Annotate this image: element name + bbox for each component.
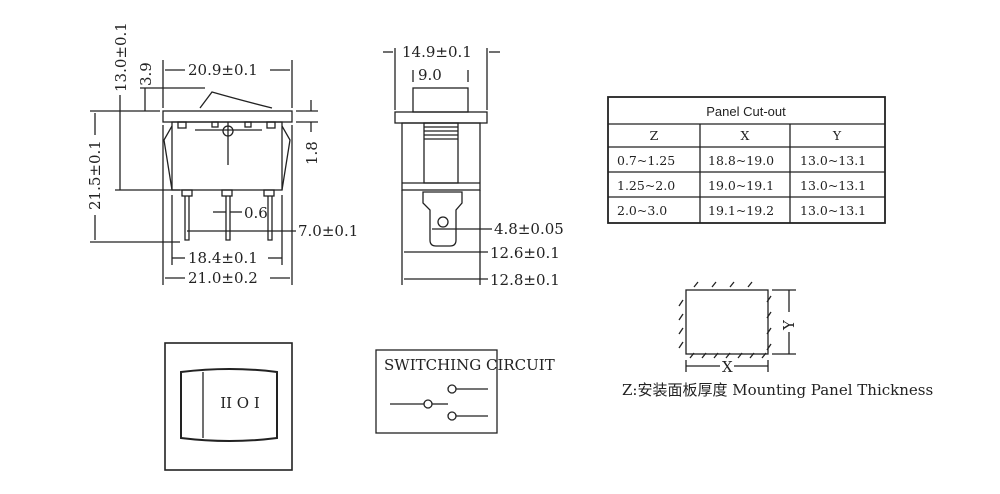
x-label: X bbox=[722, 358, 733, 376]
cell: 19.1~19.2 bbox=[708, 203, 774, 218]
switching-circuit: SWITCHING CIRCUIT bbox=[375, 349, 555, 434]
circuit-title: SWITCHING CIRCUIT bbox=[384, 356, 555, 374]
dim-depth-outer: 12.8±0.1 bbox=[490, 271, 560, 289]
table-title: Panel Cut-out bbox=[706, 104, 786, 119]
dim-pin-width: 0.6 bbox=[244, 204, 268, 222]
actuator bbox=[412, 87, 469, 113]
flange bbox=[394, 111, 488, 124]
dim-rocker-height: 3.9 bbox=[137, 62, 155, 86]
cell: 1.25~2.0 bbox=[617, 178, 675, 193]
dim-bottom-width: 21.0±0.2 bbox=[188, 269, 258, 287]
cell: 13.0~13.1 bbox=[800, 153, 866, 168]
header-z: Z bbox=[650, 128, 659, 143]
dim-depth-inner: 12.6±0.1 bbox=[490, 244, 560, 262]
cell: 19.0~19.1 bbox=[708, 178, 774, 193]
cell: 18.8~19.0 bbox=[708, 153, 774, 168]
rocker-symbol: II O I bbox=[220, 394, 260, 412]
header-y: Y bbox=[832, 128, 842, 143]
dim-body-width: 18.4±0.1 bbox=[188, 249, 258, 267]
side-view: 20.9±0.1 21.5±0.1 13.0±0.1 3.9 1.8 0.6 7… bbox=[86, 22, 358, 287]
panel-cutout-diagram: Y X Z:安装面板厚度 Mounting Panel Thickness bbox=[622, 281, 933, 399]
y-label: Y bbox=[780, 319, 798, 331]
flange bbox=[162, 110, 293, 123]
cell: 0.7~1.25 bbox=[617, 153, 675, 168]
dim-actuator-width: 9.0 bbox=[418, 66, 442, 84]
dim-pin-pitch: 7.0±0.1 bbox=[298, 222, 358, 240]
panel-caption: Z:安装面板厚度 Mounting Panel Thickness bbox=[622, 381, 933, 399]
header-x: X bbox=[741, 128, 750, 143]
dim-height-body: 21.5±0.1 bbox=[86, 140, 104, 210]
dim-terminal-width: 4.8±0.05 bbox=[494, 220, 564, 238]
dim-flange-thickness: 1.8 bbox=[303, 141, 321, 165]
cell: 2.0~3.0 bbox=[617, 203, 667, 218]
dim-height-total: 13.0±0.1 bbox=[112, 22, 130, 92]
rocker-outline bbox=[199, 91, 273, 109]
rocker-face: II O I bbox=[164, 342, 293, 471]
front-view: 14.9±0.1 9.0 4.8±0.05 12.6±0.1 12.8±0.1 bbox=[383, 43, 564, 289]
dim-flange-width: 14.9±0.1 bbox=[402, 43, 472, 61]
cell: 13.0~13.1 bbox=[800, 203, 866, 218]
cell: 13.0~13.1 bbox=[800, 178, 866, 193]
terminal bbox=[422, 191, 463, 247]
body bbox=[171, 121, 283, 191]
panel-cutout-table: Panel Cut-out Z X Y 0.7~1.25 18.8~19.0 1… bbox=[607, 96, 886, 224]
dim-width-top: 20.9±0.1 bbox=[188, 61, 258, 79]
